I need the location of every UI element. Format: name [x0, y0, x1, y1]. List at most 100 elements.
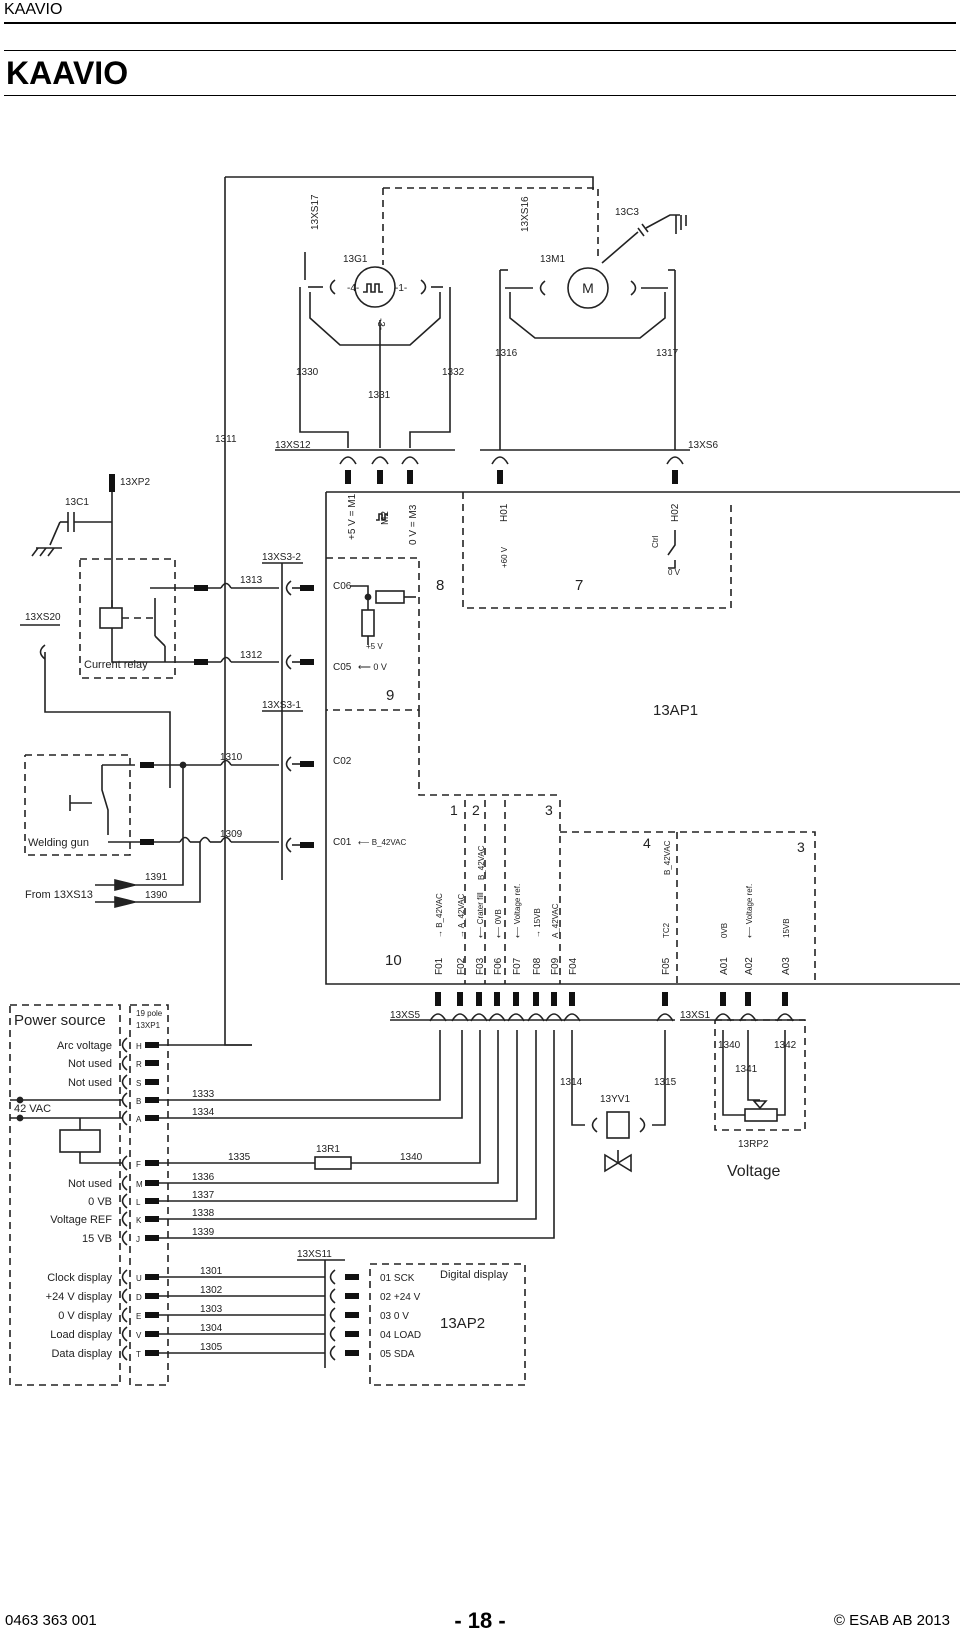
wire	[747, 1030, 760, 1101]
header-rule	[4, 22, 956, 24]
connector-pin	[377, 470, 383, 484]
board-13ap1-label: 13AP1	[653, 702, 698, 719]
socket-contact	[121, 1307, 128, 1323]
pot-13rp2-label: 13RP2	[738, 1139, 769, 1150]
wire-1340	[351, 1030, 481, 1164]
connector-pin	[145, 1350, 159, 1356]
connector-pin	[300, 659, 314, 665]
connector-pin	[494, 992, 500, 1006]
socket-contact	[329, 1345, 336, 1361]
socket-contact	[739, 1013, 757, 1022]
section-2-label: 2	[472, 802, 480, 818]
connector-13xs20-label: 13XS20	[25, 612, 61, 623]
resistor-13r1-label: 13R1	[316, 1144, 340, 1155]
wire	[44, 652, 171, 788]
wire-1315-label: 1315	[654, 1077, 677, 1088]
power-source-row: Clock display	[47, 1272, 112, 1284]
connector-pin	[672, 470, 678, 484]
pin-a02: A02	[744, 957, 755, 975]
section-10-label: 10	[385, 952, 402, 969]
wire-1340-label: 1340	[400, 1152, 423, 1163]
pulse-symbol	[376, 513, 388, 521]
section-7-label: 7	[575, 577, 583, 594]
socket-contact	[507, 1013, 525, 1022]
power-source-row: Not used	[68, 1178, 112, 1190]
wire-1331-label: 1331	[368, 390, 391, 401]
wire	[601, 231, 639, 264]
connector-pin	[145, 1180, 159, 1186]
socket-contact	[121, 1074, 128, 1090]
connector-pin	[300, 585, 314, 591]
wire-1314-label: 1314	[560, 1077, 583, 1088]
pin-signal-label: ⟵ Crater fill	[476, 892, 485, 938]
header-rule-thin	[4, 50, 956, 51]
page-title: KAAVIO	[6, 55, 129, 91]
power-source-label: Power source	[14, 1012, 106, 1029]
power-source-row: Voltage REF	[50, 1214, 112, 1226]
socket-contact	[339, 456, 357, 465]
socket-contact	[656, 1013, 674, 1022]
wire-1311-label: 1311	[215, 434, 237, 445]
42vac-label: 42 VAC	[14, 1103, 51, 1115]
wire-crossing	[179, 836, 191, 843]
wiring-diagram: 13XS1713G1-4--1--3-13301331133213XS1613M…	[9, 176, 960, 1386]
connector-pin	[513, 992, 519, 1006]
pin-signal-label: A_42VAC	[551, 903, 560, 938]
connector-13xs12-label: 13XS12	[275, 440, 311, 451]
wire	[155, 842, 201, 903]
wire-1333	[159, 1030, 441, 1101]
display-pin-label: 01 SCK	[380, 1273, 415, 1284]
wire	[722, 1030, 745, 1116]
pot-wiper	[752, 1100, 768, 1110]
connector-13xs1-label: 13XS1	[680, 1010, 710, 1021]
capacitor-plate	[641, 223, 649, 233]
connector-pin	[435, 992, 441, 1006]
wire	[777, 1030, 786, 1116]
connector-pin	[145, 1274, 159, 1280]
wire	[350, 585, 369, 597]
current-relay-box	[79, 558, 176, 679]
power-source-transformer	[59, 1129, 101, 1153]
wire-crossing	[199, 836, 211, 843]
socket-contact	[121, 1288, 128, 1304]
power-source-row: Not used	[68, 1058, 112, 1070]
socket-contact	[451, 1013, 469, 1022]
xp1-pin-t: T	[136, 1350, 141, 1359]
connector-pin	[345, 1331, 359, 1337]
display-13ap2-label: 13AP2	[440, 1315, 485, 1332]
connector-pin	[109, 474, 115, 492]
encoder-pin-1: -1-	[395, 283, 407, 294]
wire-1309-label: 1309	[220, 829, 243, 840]
connector-pin	[569, 992, 575, 1006]
wire	[111, 628, 195, 663]
xp1-pin-b: B	[136, 1097, 141, 1106]
junction-dot	[364, 593, 372, 601]
connector-pin	[145, 1216, 159, 1222]
connector-13xp1-label: 13XP1	[136, 1021, 161, 1030]
wire	[155, 765, 184, 886]
wire-1313-label: 1313	[240, 575, 263, 586]
connector-pin	[145, 1160, 159, 1166]
socket-contact	[285, 837, 292, 853]
connector-pin	[145, 1097, 159, 1103]
pin-f06: F06	[493, 957, 504, 975]
connector-pin	[782, 992, 788, 1006]
pin-f02: F02	[456, 957, 467, 975]
welding-gun-label: Welding gun	[28, 837, 89, 849]
socket-contact	[329, 1307, 336, 1323]
pin-c01: C01	[333, 837, 352, 848]
section-1-label: 1	[450, 802, 458, 818]
section-boundary	[560, 831, 816, 984]
connector-pin	[300, 842, 314, 848]
connector-13xs3-2-label: 13XS3-2	[262, 552, 301, 563]
wire-1301-label: 1301	[200, 1266, 223, 1277]
section-4-label: 4	[643, 835, 651, 851]
xp1-pin-m: M	[136, 1180, 143, 1189]
xp1-pin-k: K	[136, 1216, 142, 1225]
pole-19-label: 19 pole	[136, 1009, 163, 1018]
display-pin-label: 05 SDA	[380, 1349, 415, 1360]
pin-signal-label: TC2	[662, 922, 671, 938]
connector-13xs17-label: 13XS17	[310, 194, 321, 230]
socket-contact	[285, 580, 292, 596]
pot-13rp2-box	[714, 1019, 806, 1131]
